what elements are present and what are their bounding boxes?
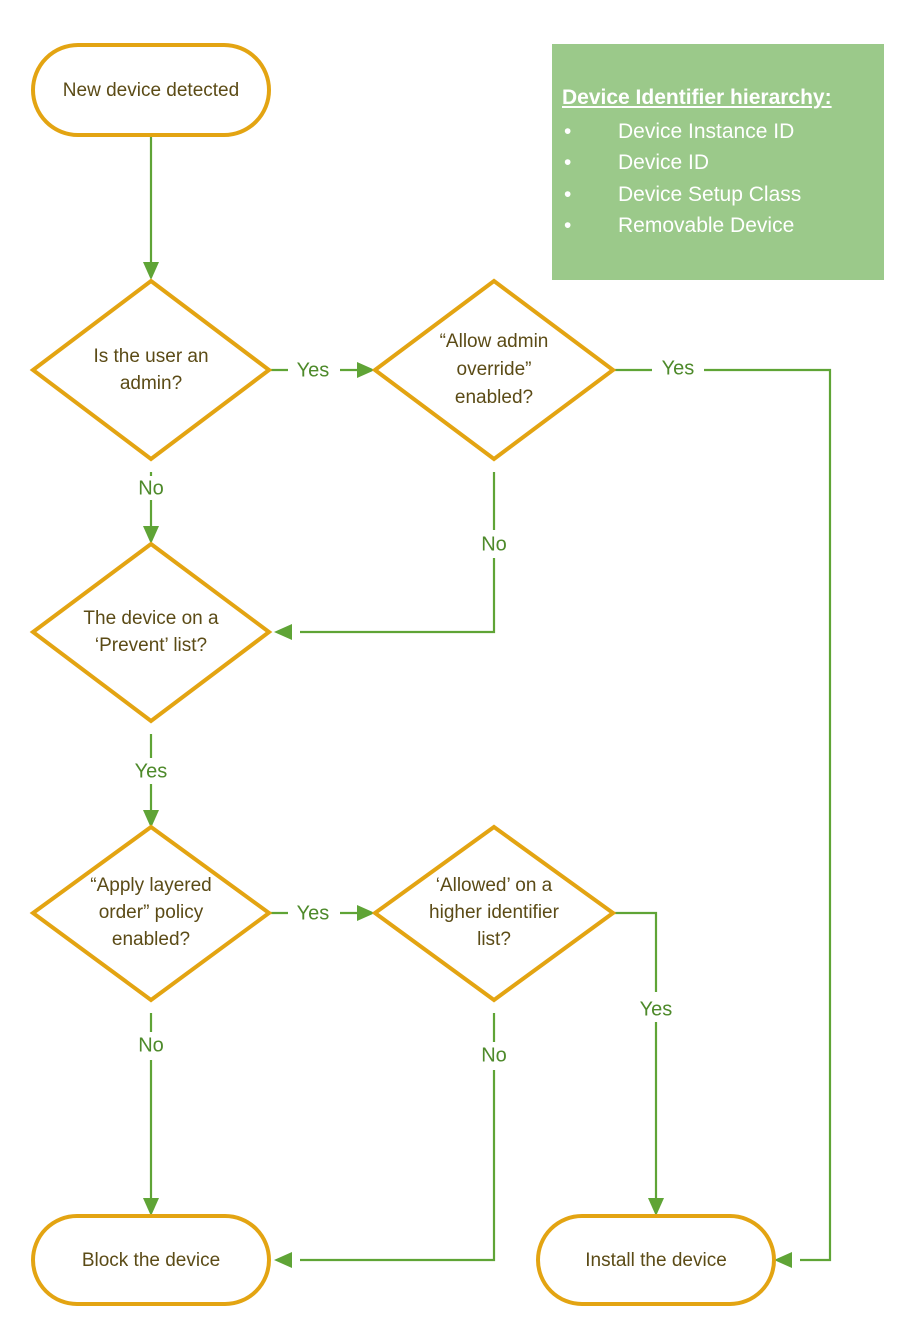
edge-label-is-admin-yes: Yes: [297, 359, 330, 381]
edge-label-is-admin-no: No: [138, 477, 164, 499]
bullet-icon: •: [564, 120, 572, 144]
bullet-icon: •: [564, 182, 572, 206]
edge-label-prevent-list-yes: Yes: [135, 760, 168, 782]
edge-label-higher-identifier-yes: Yes: [640, 998, 673, 1020]
edge-prevent-list-yes: Yes: [135, 734, 168, 828]
node-is-admin-label-line1: Is the user an: [93, 346, 208, 367]
bullet-icon: •: [564, 213, 572, 237]
node-admin-override[interactable]: “Allow admin override” enabled?: [371, 278, 617, 462]
node-start-label: New device detected: [63, 80, 239, 101]
node-admin-override-label-line1: “Allow admin: [440, 331, 549, 352]
node-block[interactable]: Block the device: [31, 1214, 271, 1306]
edge-is-admin-yes: Yes: [268, 359, 375, 381]
legend-item-label: Device Setup Class: [618, 182, 802, 206]
node-is-admin-label-line2: admin?: [120, 373, 182, 394]
edge-layered-order-no: No: [138, 1013, 164, 1216]
node-higher-identifier[interactable]: ‘Allowed’ on a higher identifier list?: [371, 824, 617, 1003]
node-install[interactable]: Install the device: [536, 1214, 776, 1306]
edge-label-admin-override-no: No: [481, 533, 507, 555]
edge-higher-identifier-yes: Yes: [612, 911, 673, 1216]
node-is-admin[interactable]: Is the user an admin?: [29, 278, 273, 462]
legend-list: • Device Instance ID • Device ID • Devic…: [552, 116, 884, 240]
node-layered-order-label-line3: enabled?: [112, 929, 190, 950]
edge-label-higher-identifier-no: No: [481, 1044, 507, 1066]
edge-label-layered-order-yes: Yes: [297, 902, 330, 924]
edge-admin-override-no: No: [274, 472, 507, 640]
edge-layered-order-yes: Yes: [268, 902, 375, 924]
node-start[interactable]: New device detected: [31, 43, 271, 137]
node-higher-identifier-label-line3: list?: [477, 929, 511, 950]
node-layered-order[interactable]: “Apply layered order” policy enabled?: [29, 824, 273, 1003]
edge-admin-override-yes: Yes: [612, 357, 832, 1268]
legend-item-label: Removable Device: [618, 213, 795, 237]
edge-label-admin-override-yes: Yes: [662, 357, 695, 379]
legend-title: Device Identifier hierarchy:: [562, 86, 832, 109]
node-prevent-list[interactable]: The device on a ‘Prevent’ list?: [29, 541, 273, 724]
legend-item: • Device Instance ID: [552, 116, 884, 147]
edge-start-to-is-admin: [143, 136, 159, 280]
node-prevent-list-label-line1: The device on a: [83, 608, 219, 629]
edge-is-admin-no: No: [138, 472, 164, 544]
node-higher-identifier-label-line1: ‘Allowed’ on a: [436, 875, 553, 896]
legend-item: • Removable Device: [552, 210, 884, 241]
edge-label-layered-order-no: No: [138, 1034, 164, 1056]
node-install-label: Install the device: [585, 1250, 727, 1271]
node-block-label: Block the device: [82, 1250, 220, 1271]
legend-item-label: Device ID: [618, 151, 710, 175]
node-layered-order-label-line2: order” policy: [99, 902, 204, 923]
node-higher-identifier-label-line2: higher identifier: [429, 902, 560, 923]
legend-panel: Device Identifier hierarchy: • Device In…: [552, 44, 884, 280]
node-layered-order-label-line1: “Apply layered: [90, 875, 211, 896]
legend-item: • Device Setup Class: [552, 179, 884, 210]
legend-item-label: Device Instance ID: [618, 120, 795, 144]
legend-item: • Device ID: [552, 147, 884, 178]
node-prevent-list-label-line2: ‘Prevent’ list?: [95, 635, 207, 656]
node-admin-override-label-line2: override”: [457, 359, 532, 380]
edge-higher-identifier-no: No: [274, 1013, 507, 1268]
bullet-icon: •: [564, 151, 572, 175]
node-admin-override-label-line3: enabled?: [455, 387, 533, 408]
